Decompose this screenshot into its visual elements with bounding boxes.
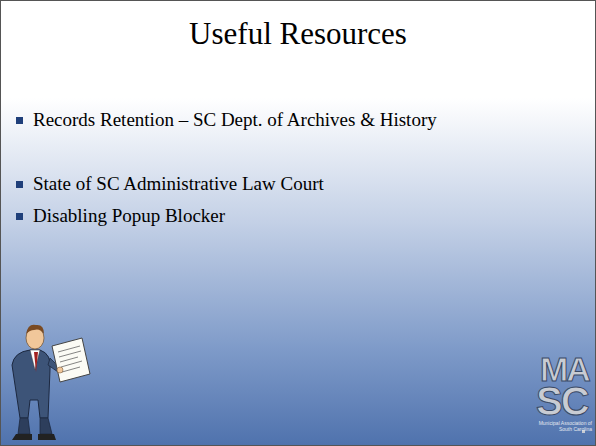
bullet-square <box>16 117 23 124</box>
bullet-item: State of SC Administrative Law Court <box>33 172 553 195</box>
bullet-item: Records Retention – SC Dept. of Archives… <box>33 108 553 131</box>
logo-text: SC <box>536 382 588 420</box>
logo-subtitle: Municipal Association of South Carolina <box>530 420 592 432</box>
bullet-square <box>16 213 23 220</box>
slide-title: Useful Resources <box>0 16 596 52</box>
man-figure <box>12 325 60 440</box>
bullet-item: Disabling Popup Blocker <box>33 204 553 227</box>
logo-text: MA <box>540 352 589 386</box>
paper-sheet <box>52 338 90 382</box>
bullet-square <box>16 181 23 188</box>
